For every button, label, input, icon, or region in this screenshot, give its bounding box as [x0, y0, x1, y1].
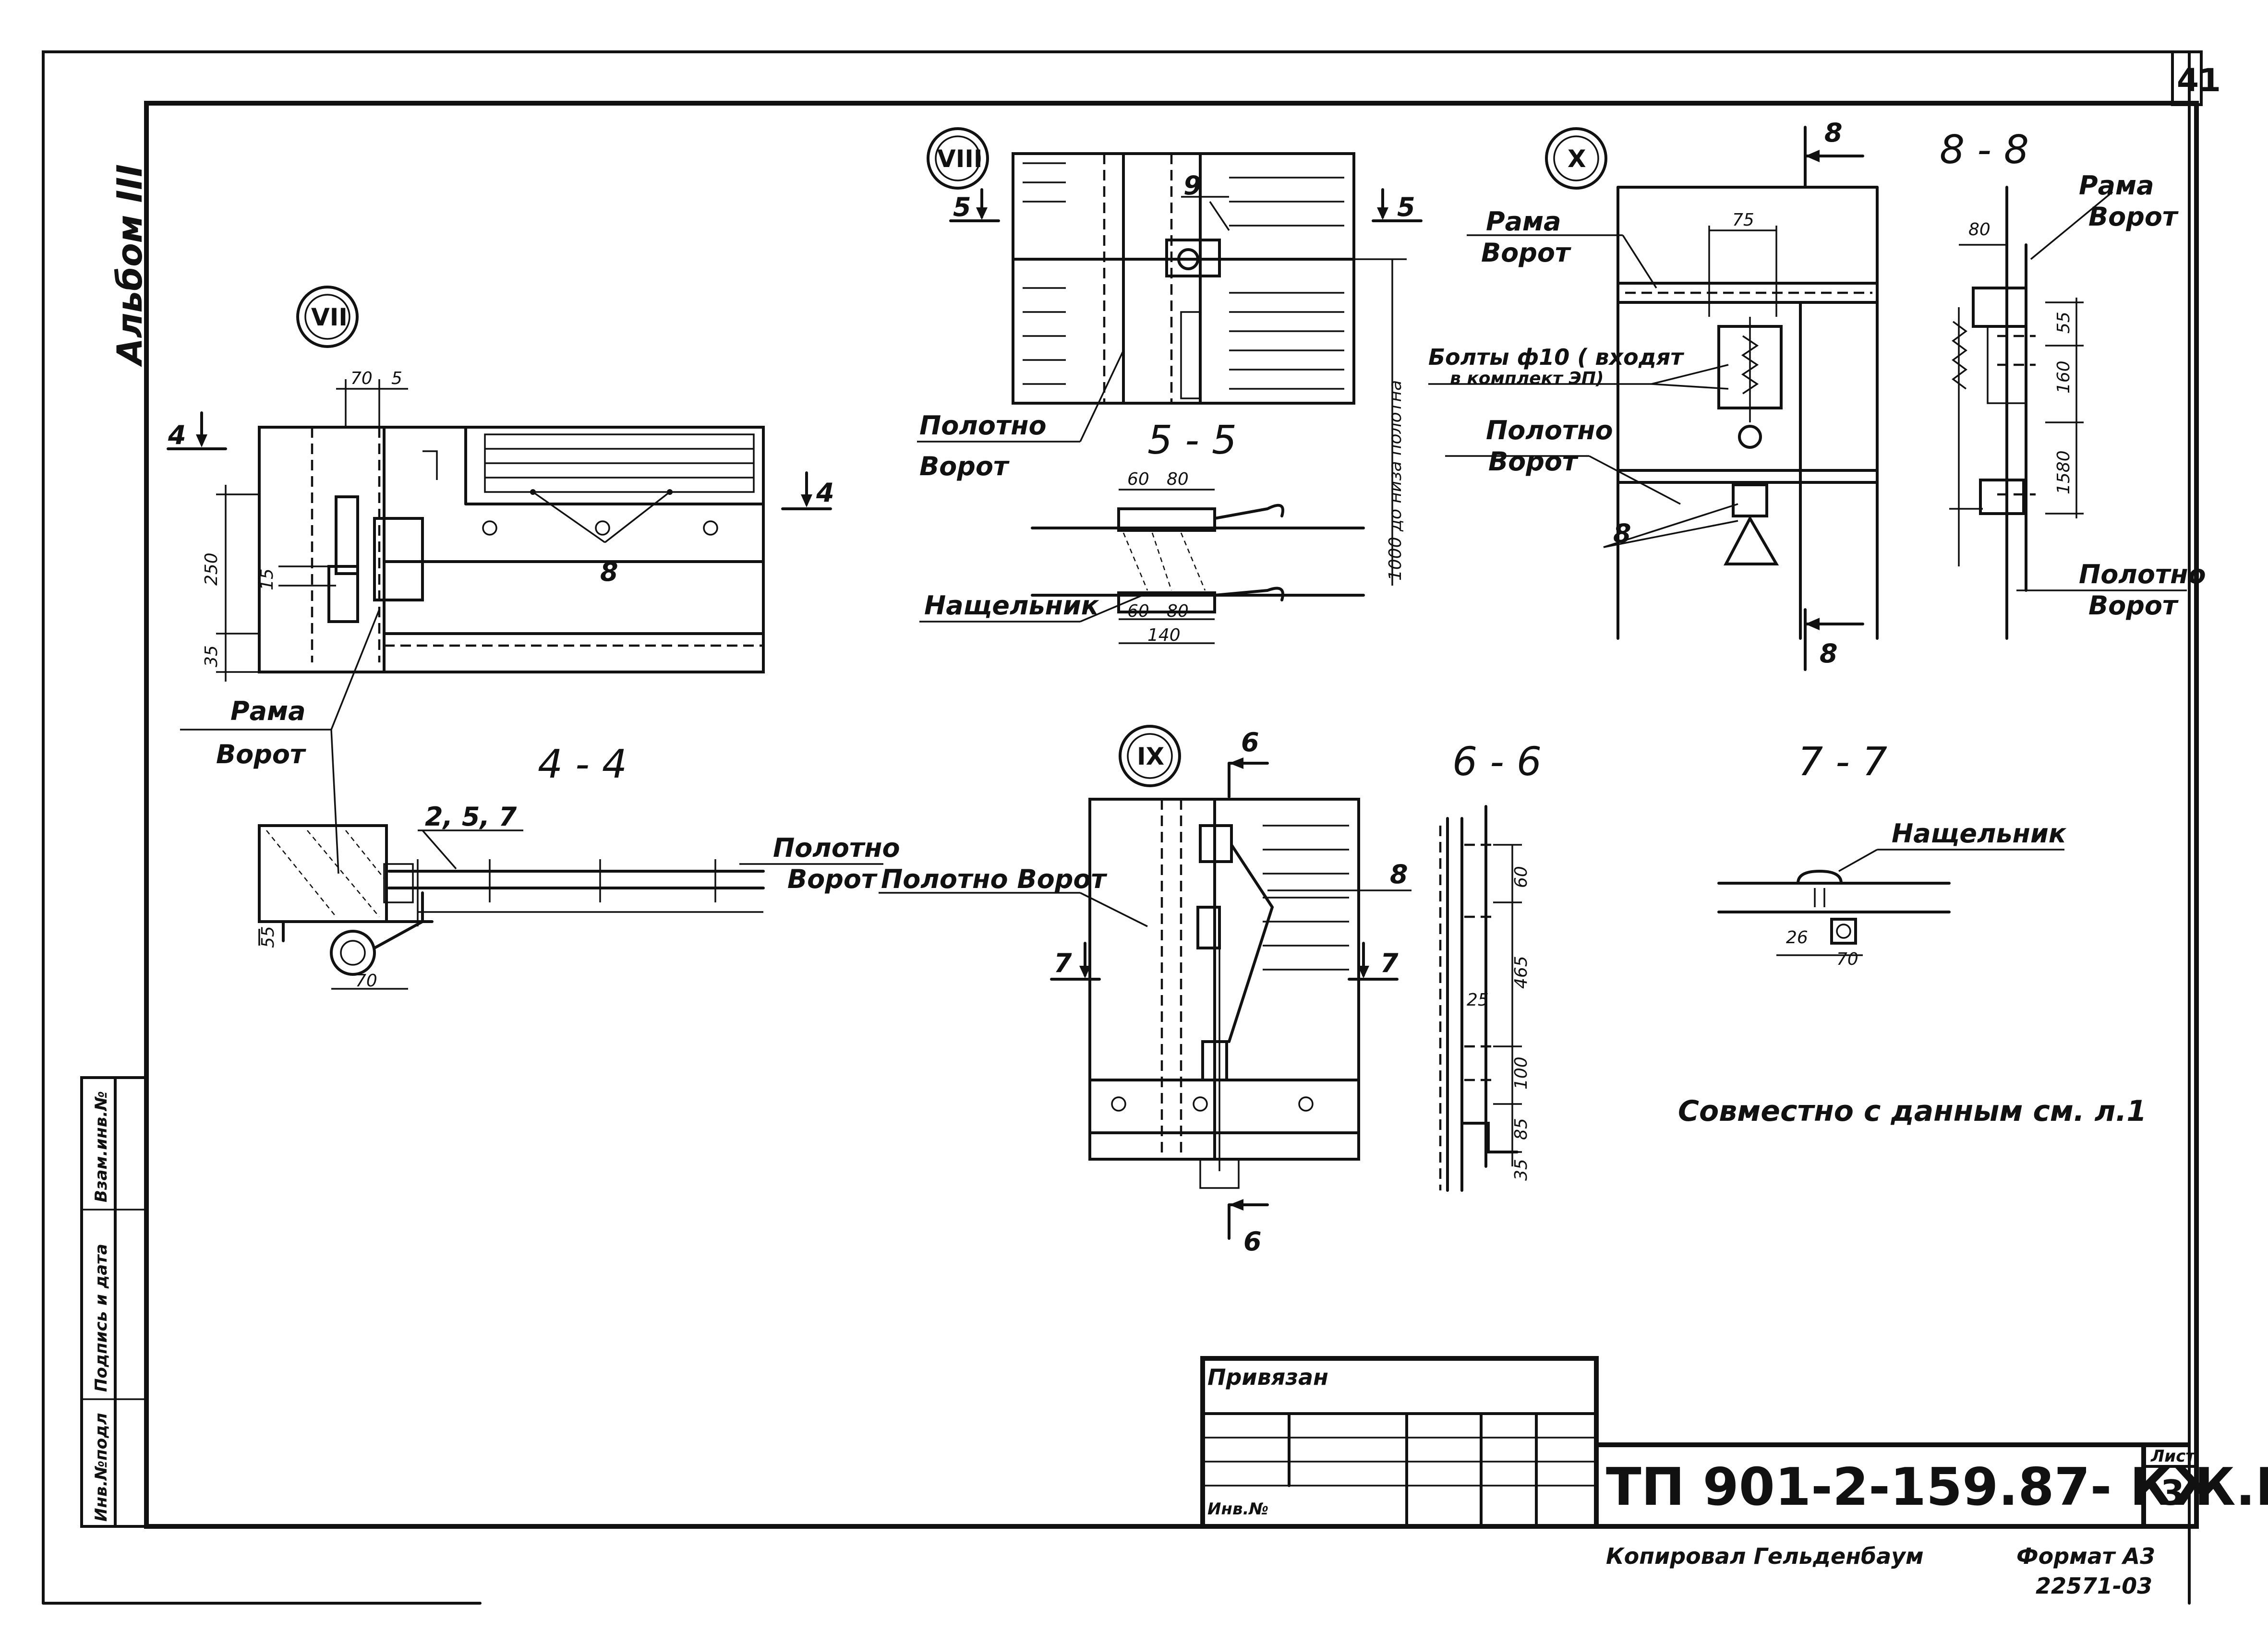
cross-reference-note: Совместно с данным см. л.1 — [1678, 1094, 2147, 1128]
copied-by: Копировал Гельденбаум — [1606, 1543, 1924, 1569]
section-8-8-title: 8 - 8 — [1940, 127, 2029, 173]
dim-70-44: 70 — [355, 971, 377, 991]
dim-26-77: 26 — [1786, 928, 1808, 948]
title-block: Привязан Инв.№ ТП 901-2-159.87- КЖ.И.В Л… — [1200, 1356, 2268, 1529]
dim-80-55-bot: 80 — [1167, 601, 1189, 621]
dim-85-66: 85 — [1511, 1118, 1531, 1140]
dim-100-66: 100 — [1511, 1056, 1531, 1090]
vorot-label-x: Ворот — [1481, 238, 1571, 268]
cut-5-left: 5 — [953, 192, 971, 222]
section-5-5-title: 5 - 5 — [1147, 418, 1237, 463]
side-label-signature: Подпись и дата — [92, 1244, 111, 1392]
cut-8-top: 8 — [1824, 118, 1843, 148]
side-label-vzam: Взам.инв.№ — [92, 1091, 111, 1202]
section-5-5: 5 - 5 60 80 60 80 140 Нащельник — [919, 418, 1365, 645]
dim-60-66: 60 — [1511, 866, 1531, 888]
dim-55-44: 55 — [258, 926, 278, 948]
side-stamp: Инв.№подл Подпись и дата Взам.инв.№ — [80, 1076, 148, 1528]
section-8-8: 8 - 8 80 Рама Ворот 55 160 1580 Полотно … — [1940, 127, 2206, 640]
side-label-inv-podl: Инв.№подл — [92, 1413, 111, 1522]
node-vii-label: VII — [311, 303, 348, 331]
node-x: X 75 8 8 Рама Ворот Болты ф — [1428, 118, 1879, 671]
polotno-label-88: Полотно — [2079, 559, 2206, 589]
nashchelnik-label-55: Нащельник — [924, 590, 1099, 621]
dim-35-vii: 35 — [202, 645, 221, 667]
dim-80-55-top: 80 — [1167, 469, 1189, 489]
cut-4-left: 4 — [168, 420, 186, 450]
dim-5-vii: 5 — [391, 369, 402, 388]
dim-70-vii: 70 — [350, 369, 373, 388]
section-4-4-title: 4 - 4 — [538, 742, 627, 787]
format-label: Формат А3 — [2016, 1543, 2155, 1569]
pos-257: 2, 5, 7 — [425, 802, 517, 832]
dim-80-88: 80 — [1968, 220, 1991, 240]
cut-5-right: 5 — [1397, 192, 1415, 222]
rama-label-x: Рама — [1486, 206, 1561, 237]
corner-sheet-number: 41 — [2177, 62, 2221, 99]
stamp-inv-label: Инв.№ — [1207, 1500, 1268, 1519]
dim-55-88: 55 — [2054, 312, 2074, 334]
dim-465-66: 465 — [1511, 956, 1531, 989]
section-7-7-title: 7 - 7 — [1798, 739, 1887, 785]
sheet-number: 3 — [2160, 1473, 2184, 1513]
section-7-7: 7 - 7 26 70 Нащельник — [1717, 739, 2067, 969]
polotno-label-x: Полотно — [1486, 415, 1613, 445]
node-viii-label: VIII — [937, 145, 983, 173]
cut-6-bottom: 6 — [1243, 1226, 1262, 1257]
stamp-bound-label: Привязан — [1207, 1364, 1328, 1390]
section-6-6-title: 6 - 6 — [1452, 739, 1542, 785]
sheet-label: Лист — [2150, 1447, 2196, 1466]
cut-4-right: 4 — [816, 478, 834, 508]
sheet-frame: 41 — [42, 50, 2221, 1605]
bolts-label: Болты ф10 ( входят — [1428, 344, 1684, 370]
pos-8-ix: 8 — [1390, 859, 1408, 889]
dim-160-88: 160 — [2054, 360, 2074, 394]
vorot-label-vii: Ворот — [216, 739, 306, 769]
node-vii: VII 8 250 35 15 — [167, 286, 834, 874]
cut-7-left: 7 — [1054, 948, 1072, 978]
section-4-4: 4 - 4 2, 5, 7 55 70 Полотно Ворот — [258, 742, 900, 991]
pos-9: 9 — [1183, 170, 1202, 201]
cut-8-bottom: 8 — [1820, 638, 1838, 669]
dim-75: 75 — [1732, 210, 1754, 230]
dim-15-vii: 15 — [257, 568, 277, 590]
dim-250-vii: 250 — [202, 552, 221, 586]
album-label: Альбом III — [109, 164, 150, 367]
dim-60-55-bot: 60 — [1127, 601, 1149, 621]
dim-140-55: 140 — [1147, 625, 1181, 645]
cut-7-right: 7 — [1380, 948, 1399, 978]
pos-8-x: 8 — [1613, 518, 1631, 549]
vorot-label-88: Ворот — [2088, 202, 2179, 232]
node-x-label: X — [1568, 145, 1586, 173]
dim-25-66: 25 — [1467, 990, 1489, 1010]
bolts-label-2: в комплект ЭП) — [1450, 369, 1604, 388]
drawing-code: ТП 901-2-159.87- КЖ.И.В — [1606, 1457, 2268, 1517]
node-ix: IX 6 6 7 7 — [879, 725, 1411, 1257]
cut-6-top: 6 — [1241, 727, 1259, 757]
rama-label-88: Рама — [2079, 170, 2154, 201]
vorot-label-88b: Ворот — [2088, 590, 2179, 621]
polotno-label-viii: Полотно — [919, 410, 1047, 441]
section-6-6: 6 - 6 60 465 100 85 35 25 — [1439, 739, 1542, 1192]
vorot-label-44: Ворот — [787, 864, 878, 894]
dim-1580-88: 1580 — [2054, 450, 2074, 494]
pos-8-vii: 8 — [600, 557, 618, 587]
vorot-label-viii: Ворот — [919, 451, 1010, 481]
nashchelnik-label-77: Нащельник — [1892, 818, 2067, 849]
node-viii: VIII 9 5 5 — [917, 127, 1423, 586]
dim-60-55-top: 60 — [1127, 469, 1149, 489]
polotno-label-44: Полотно — [773, 833, 900, 863]
dim-35-66: 35 — [1511, 1159, 1531, 1181]
to-bottom-label: 1000 до низа полотна — [1386, 380, 1405, 581]
rama-label-vii: Рама — [230, 696, 306, 726]
polotno-vorot-label-ix: Полотно Ворот — [881, 864, 1107, 894]
inventory-number: 22571-03 — [2036, 1573, 2152, 1599]
node-ix-label: IX — [1137, 743, 1164, 770]
vorot-label-x2: Ворот — [1488, 446, 1579, 477]
dim-70-77: 70 — [1836, 949, 1858, 969]
